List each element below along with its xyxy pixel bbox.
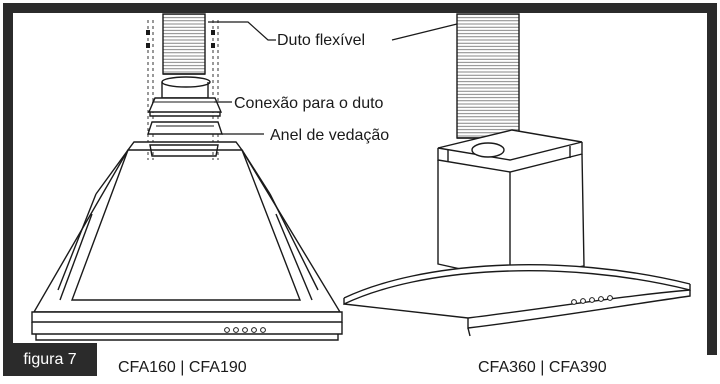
duct-connection-part — [147, 76, 223, 117]
inner-panel — [13, 13, 707, 355]
label-duct-connection: Conexão para o duto — [234, 95, 384, 112]
label-flexible-duct: Duto flexível — [277, 32, 365, 49]
figure-tag: figura 7 — [23, 351, 76, 368]
sealing-ring-part — [147, 121, 223, 135]
hood-pyramid-body — [31, 149, 343, 341]
flexible-duct-left — [162, 13, 206, 75]
screw-marks — [146, 30, 215, 48]
pyramid-hood-drawing — [31, 13, 343, 341]
hood-top-box — [126, 141, 244, 157]
label-leaders — [208, 21, 458, 135]
model-left: CFA160 | CFA190 — [118, 359, 247, 376]
model-right: CFA360 | CFA390 — [478, 359, 607, 376]
fixing-guides — [147, 20, 219, 160]
caption-strip — [3, 355, 717, 376]
label-sealing-ring: Anel de vedação — [270, 127, 389, 144]
control-buttons-right — [571, 295, 613, 305]
flexible-duct-right — [456, 13, 520, 139]
curved-hood-drawing — [343, 13, 691, 337]
control-buttons-left — [224, 327, 266, 333]
figure-tag-box — [3, 343, 97, 376]
